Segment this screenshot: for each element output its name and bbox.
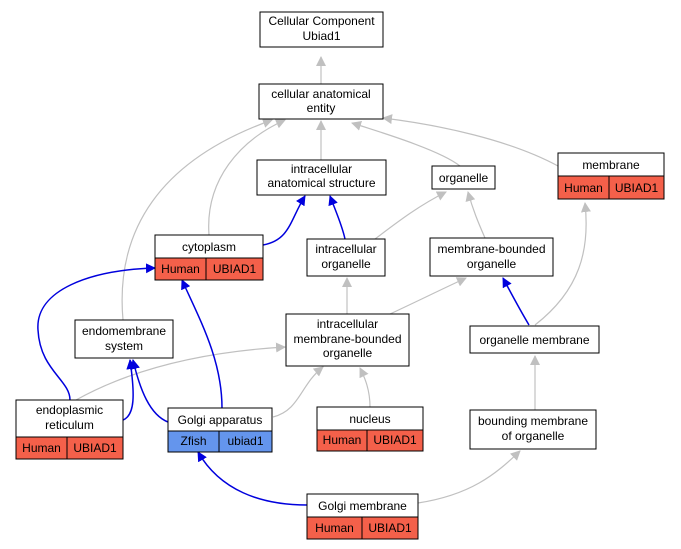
gene-badge [66,436,124,460]
edge-organelle-cae [351,120,461,167]
edge-gm-bmo [417,450,521,504]
species-label: Human [323,433,362,447]
node-membrane[interactable]: membrane Human UBIAD1 [557,152,665,200]
edge-cytoplasm-cae [208,119,286,236]
node-label: Golgi apparatus [178,413,263,427]
gene-badge [366,429,424,452]
edge-om-mbo [502,277,530,326]
species-label: Human [22,441,61,455]
node-label: endoplasmic [36,403,103,417]
node-label: organelle [439,171,489,185]
node-label: Cellular Component [268,14,375,28]
edge-cytoplasm-ias [262,195,306,246]
edge-io-organelle [374,191,447,240]
node-label: system [105,339,143,353]
edge-membrane-cae [382,114,559,167]
node-golgi-apparatus[interactable]: Golgi apparatus Zfish ubiad1 [167,407,273,453]
species-label: Human [564,181,603,195]
node-endomembrane-system[interactable]: endomembrane system [74,319,174,359]
node-bounding-membrane-of-organelle[interactable]: bounding membrane of organelle [469,409,597,450]
node-label: membrane [582,158,640,172]
node-label: of organelle [502,429,565,443]
edge-nucleus-imbo [359,367,371,408]
node-label: organelle membrane [479,333,589,347]
node-label: entity [307,101,336,115]
node-intracellular-anatomical-structure[interactable]: intracellular anatomical structure [256,159,387,196]
node-label: endomembrane [82,324,166,338]
node-label: anatomical structure [267,176,375,190]
node-endoplasmic-reticulum[interactable]: endoplasmic reticulum Human UBIAD1 [15,399,124,460]
species-label: Human [315,521,354,535]
node-label: bounding membrane [478,414,588,428]
gene-badge [205,257,264,281]
edge-er-ems [122,359,137,421]
node-label: Golgi membrane [318,499,407,513]
node-label: reticulum [45,418,94,432]
edge-io-ias [328,195,346,240]
node-label: cytoplasm [182,240,236,254]
node-cellular-component[interactable]: Cellular Component Ubiad1 [259,11,384,48]
gene-label: UBIAD1 [213,262,257,276]
edge-er-cytoplasm [37,263,156,401]
node-membrane-bounded-organelle[interactable]: membrane-bounded organelle [429,237,554,277]
edge-gm-golgi [197,451,308,506]
edge-er-imbo [75,342,286,401]
edge-golgi-cytoplasm [181,279,223,409]
edge-golgi-imbo [272,366,324,418]
species-label: Zfish [180,434,206,448]
gene-label: UBIAD1 [615,181,659,195]
node-organelle[interactable]: organelle [431,165,496,190]
species-label: Human [161,262,200,276]
node-organelle-membrane[interactable]: organelle membrane [469,325,600,354]
node-intracellular-membrane-bounded-organelle[interactable]: intracellular membrane-bounded organelle [285,313,410,367]
node-nucleus[interactable]: nucleus Human UBIAD1 [316,406,424,452]
blue-edges [37,195,530,506]
gene-label: ubiad1 [227,434,263,448]
gene-label: UBIAD1 [368,521,412,535]
node-label: intracellular [291,162,352,176]
gene-label: UBIAD1 [73,441,117,455]
node-intracellular-organelle[interactable]: intracellular organelle [306,238,386,277]
edge-om-membrane [534,202,591,326]
gene-badge [608,175,665,200]
node-label: nucleus [349,412,390,426]
node-label: Ubiad1 [302,29,340,43]
gene-label: UBIAD1 [373,433,417,447]
node-label: membrane-bounded [437,242,545,256]
node-cellular-anatomical-entity[interactable]: cellular anatomical entity [258,83,384,120]
node-label: membrane-bounded [293,332,401,346]
node-cytoplasm[interactable]: cytoplasm Human UBIAD1 [154,234,264,281]
node-label: organelle [321,257,371,271]
node-label: cellular anatomical [271,87,370,101]
node-label: intracellular [317,317,378,331]
node-label: organelle [323,346,373,360]
node-golgi-membrane[interactable]: Golgi membrane Human UBIAD1 [306,493,419,540]
edge-ems-cae [121,118,273,321]
gray-edges [75,56,591,504]
gene-badge [361,516,419,540]
node-label: organelle [467,257,517,271]
edge-imbo-mbo [389,277,467,315]
node-label: intracellular [315,242,376,256]
gene-badge [218,430,273,453]
edge-mbo-organelle [465,191,486,239]
